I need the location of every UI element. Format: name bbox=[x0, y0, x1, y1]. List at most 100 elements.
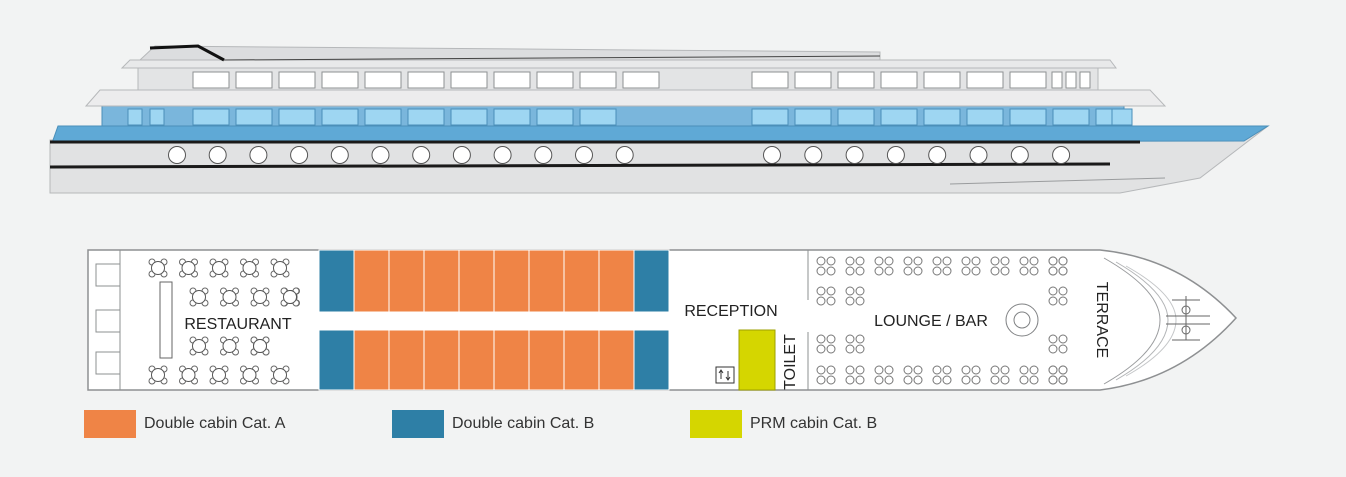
legend-item-cabin-a: Double cabin Cat. A bbox=[84, 409, 285, 439]
elevator-icon bbox=[715, 366, 735, 384]
terrace-label: TERRACE bbox=[1093, 282, 1110, 358]
table-icon bbox=[240, 365, 259, 385]
cabin-cat-b bbox=[318, 329, 355, 391]
table-icon bbox=[270, 258, 290, 278]
cabin-cat-a bbox=[423, 249, 460, 313]
toilet-label: TOILET bbox=[782, 334, 799, 390]
cabin-cat-b bbox=[318, 249, 355, 313]
porthole bbox=[534, 146, 553, 164]
side-window bbox=[127, 108, 143, 126]
side-window bbox=[579, 108, 617, 126]
restaurant-long-table bbox=[159, 281, 173, 359]
lounge-seat-icon bbox=[874, 365, 894, 385]
table-icon bbox=[240, 258, 259, 278]
lounge-seat-icon bbox=[845, 256, 865, 276]
porthole bbox=[249, 146, 268, 164]
side-window bbox=[450, 71, 488, 89]
ship-side-view-icon bbox=[49, 44, 1270, 194]
cabin-cat-b bbox=[633, 249, 670, 313]
legend-label-prm: PRM cabin Cat. B bbox=[750, 415, 878, 432]
lounge-bar-label: LOUNGE / BAR bbox=[874, 313, 988, 330]
reception-label: RECEPTION bbox=[684, 303, 777, 320]
side-window bbox=[278, 71, 316, 89]
legend-item-prm: PRM cabin Cat. B bbox=[690, 409, 877, 439]
side-window bbox=[751, 108, 789, 126]
side-window bbox=[149, 108, 165, 126]
side-window bbox=[407, 108, 445, 126]
middle-deck-windows bbox=[127, 108, 1133, 126]
lounge-seat-icon bbox=[932, 365, 952, 385]
table-icon bbox=[148, 365, 168, 385]
cabin-cat-a bbox=[458, 329, 495, 391]
side-window bbox=[1051, 71, 1063, 89]
lounge-seat-icon bbox=[932, 256, 952, 276]
cabin-cat-a bbox=[563, 329, 600, 391]
lounge-seat-icon bbox=[1048, 365, 1068, 385]
prm-cabin[interactable] bbox=[738, 329, 776, 391]
table-icon bbox=[148, 258, 168, 278]
side-window bbox=[837, 71, 875, 89]
side-window bbox=[235, 108, 273, 126]
lounge-seat-icon bbox=[1048, 334, 1068, 354]
lounge-seat-icon bbox=[990, 256, 1010, 276]
cabin-cat-b bbox=[633, 329, 670, 391]
porthole bbox=[371, 146, 390, 164]
side-window bbox=[192, 71, 230, 89]
table-icon bbox=[250, 336, 270, 356]
lounge-seat-icon bbox=[1019, 365, 1039, 385]
cabin-cat-a bbox=[493, 249, 530, 313]
table-icon bbox=[179, 258, 198, 278]
side-window bbox=[966, 108, 1004, 126]
lounge-seat-icon bbox=[1048, 256, 1068, 276]
porthole bbox=[412, 146, 431, 164]
cabin-cat-a bbox=[388, 249, 425, 313]
porthole bbox=[845, 146, 864, 164]
side-window bbox=[235, 71, 273, 89]
porthole bbox=[330, 146, 349, 164]
lounge-seat-icon bbox=[845, 365, 865, 385]
side-window bbox=[321, 71, 359, 89]
porthole bbox=[575, 146, 593, 164]
porthole bbox=[452, 146, 471, 164]
side-window bbox=[880, 71, 918, 89]
side-window bbox=[321, 108, 359, 126]
table-icon bbox=[220, 287, 239, 307]
lounge-seat-icon bbox=[845, 334, 865, 354]
porthole bbox=[763, 146, 781, 164]
legend-swatch-prm bbox=[690, 410, 742, 438]
side-window bbox=[622, 71, 660, 89]
side-window bbox=[192, 108, 230, 126]
side-window bbox=[923, 108, 961, 126]
side-window bbox=[364, 71, 402, 89]
lounge-seating bbox=[816, 256, 1068, 385]
lounge-seat-icon bbox=[903, 365, 923, 385]
side-window bbox=[450, 108, 488, 126]
deck-plan-drawing: RESTAURANT RECEPTION TOILET LOUNGE / BAR… bbox=[49, 44, 1270, 391]
porthole bbox=[928, 146, 947, 164]
porthole bbox=[493, 146, 512, 164]
side-window bbox=[493, 71, 531, 89]
cabin-cat-a bbox=[563, 249, 600, 313]
legend-item-cabin-b: Double cabin Cat. B bbox=[392, 409, 594, 439]
porthole bbox=[615, 146, 634, 164]
side-window bbox=[837, 108, 875, 126]
cabin-cat-a bbox=[598, 329, 635, 391]
cabin-cat-a bbox=[388, 329, 425, 391]
side-window bbox=[966, 71, 1004, 89]
table-icon bbox=[179, 365, 198, 385]
legend-swatch-cabin-b bbox=[392, 410, 444, 438]
porthole bbox=[804, 146, 823, 164]
side-window bbox=[493, 108, 531, 126]
legend-label-cabin-a: Double cabin Cat. A bbox=[144, 415, 286, 432]
side-window bbox=[1009, 108, 1047, 126]
lounge-seat-icon bbox=[961, 256, 981, 276]
legend-label-cabin-b: Double cabin Cat. B bbox=[452, 415, 595, 432]
lounge-seat-icon bbox=[845, 286, 865, 306]
hull-portholes bbox=[168, 146, 1071, 164]
lounge-seat-icon bbox=[816, 365, 836, 385]
table-icon bbox=[189, 287, 209, 307]
porthole bbox=[1010, 146, 1029, 164]
porthole bbox=[290, 146, 309, 164]
side-window bbox=[751, 71, 789, 89]
